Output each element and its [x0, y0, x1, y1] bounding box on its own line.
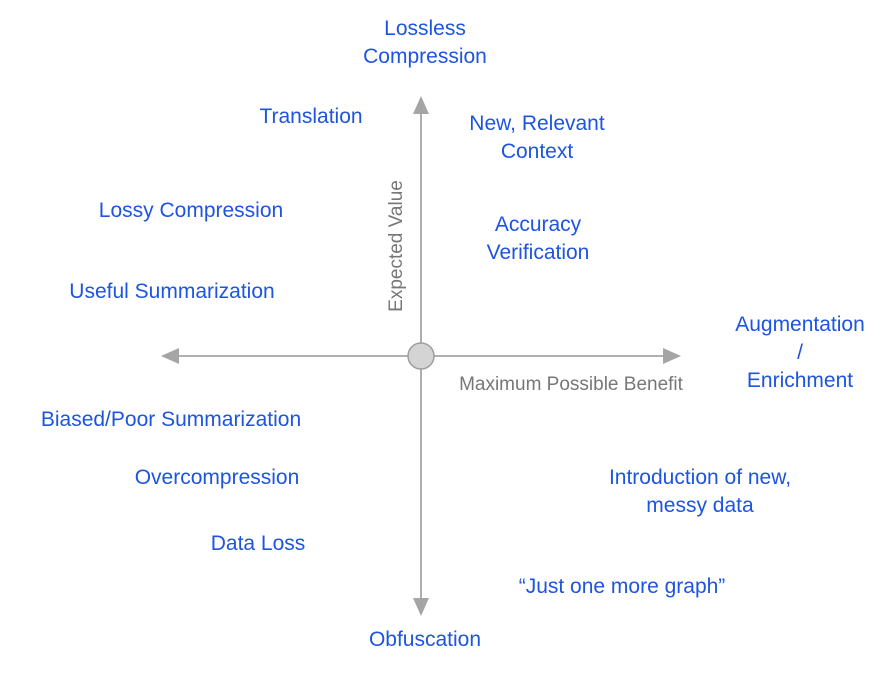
label-accuracy-verification: Accuracy Verification: [486, 213, 590, 264]
x-axis-arrow-left-icon: [161, 348, 179, 364]
label-translation: Translation: [259, 105, 363, 128]
label-lossless-compression: Lossless Compression: [363, 17, 487, 68]
label-augmentation-enrichment: Augmentation / Enrichment: [735, 313, 865, 392]
label-biased-poor-summarization: Biased/Poor Summarization: [40, 408, 302, 431]
y-axis-arrow-up-icon: [413, 96, 429, 114]
y-axis-label: Expected Value: [386, 180, 407, 312]
label-new-relevant-context: New, Relevant Context: [469, 112, 605, 163]
x-axis-arrow-right-icon: [663, 348, 681, 364]
label-data-loss: Data Loss: [210, 532, 306, 555]
x-axis-label: Maximum Possible Benefit: [459, 374, 683, 395]
label-just-one-more-graph: “Just one more graph”: [518, 575, 726, 598]
label-useful-summarization: Useful Summarization: [69, 280, 275, 303]
label-introduction-of-new-messy-data: Introduction of new, messy data: [608, 466, 792, 517]
origin-circle: [407, 342, 435, 370]
label-lossy-compression: Lossy Compression: [98, 199, 284, 222]
y-axis-arrow-down-icon: [413, 598, 429, 616]
label-overcompression: Overcompression: [134, 466, 300, 489]
label-obfuscation: Obfuscation: [368, 628, 482, 651]
